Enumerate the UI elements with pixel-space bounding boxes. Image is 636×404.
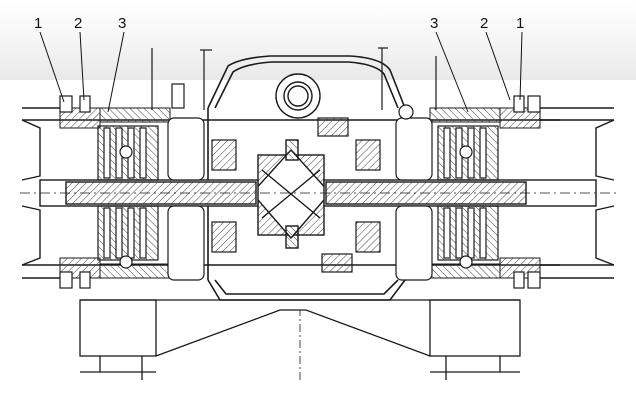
- breather-rods: [151, 47, 437, 120]
- diff-bearings: [211, 117, 381, 273]
- flange-bolts: [59, 95, 541, 289]
- axle-shafts: [20, 179, 616, 207]
- callout-3-right: 3: [430, 15, 438, 32]
- callout-2-right: 2: [480, 15, 488, 32]
- differential-gears: [251, 139, 331, 249]
- pinion-gear: [275, 73, 321, 119]
- left-bearing-pack: [97, 117, 205, 281]
- callout-3-left: 3: [118, 15, 126, 32]
- callout-2-left: 2: [74, 15, 82, 32]
- top-gradient-band: [0, 0, 636, 80]
- callout-leaders: [39, 31, 523, 113]
- callout-1-left: 1: [34, 15, 42, 32]
- support-frame: [79, 299, 521, 380]
- callout-1-right: 1: [516, 15, 524, 32]
- right-bearing-pack: [395, 117, 499, 281]
